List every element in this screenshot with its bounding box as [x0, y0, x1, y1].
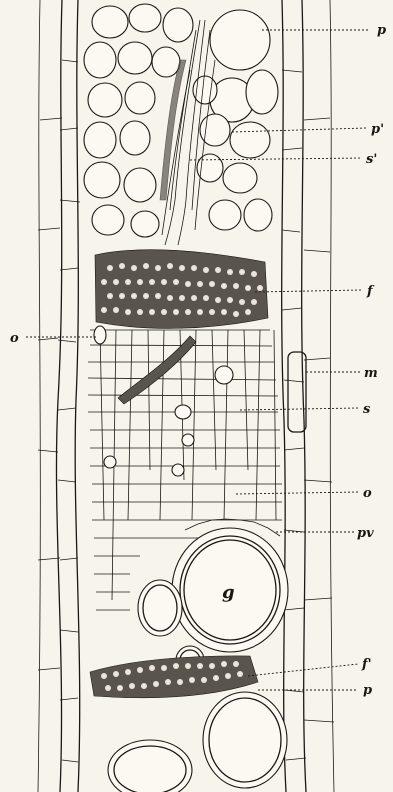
fibre-band-f-prime	[90, 656, 258, 698]
label-p-prime: p'	[371, 122, 384, 137]
upper-parenchyma	[84, 4, 278, 237]
label-o-right: o	[363, 486, 372, 501]
label-o-left: o	[10, 331, 19, 346]
label-f: f	[366, 284, 375, 299]
label-p-bottom: p	[363, 683, 372, 698]
label-pv: pv	[357, 526, 374, 541]
label-s: s	[363, 402, 371, 417]
label-p-top: p	[377, 23, 386, 38]
fibre-band-f	[95, 250, 268, 329]
label-f-prime: f'	[361, 657, 372, 672]
right-epidermis	[282, 0, 334, 792]
label-g: g	[222, 582, 235, 603]
label-m: m	[364, 366, 378, 381]
left-epidermis	[38, 0, 80, 792]
vascular-bundle	[108, 519, 288, 792]
label-s-prime: s'	[366, 152, 377, 167]
